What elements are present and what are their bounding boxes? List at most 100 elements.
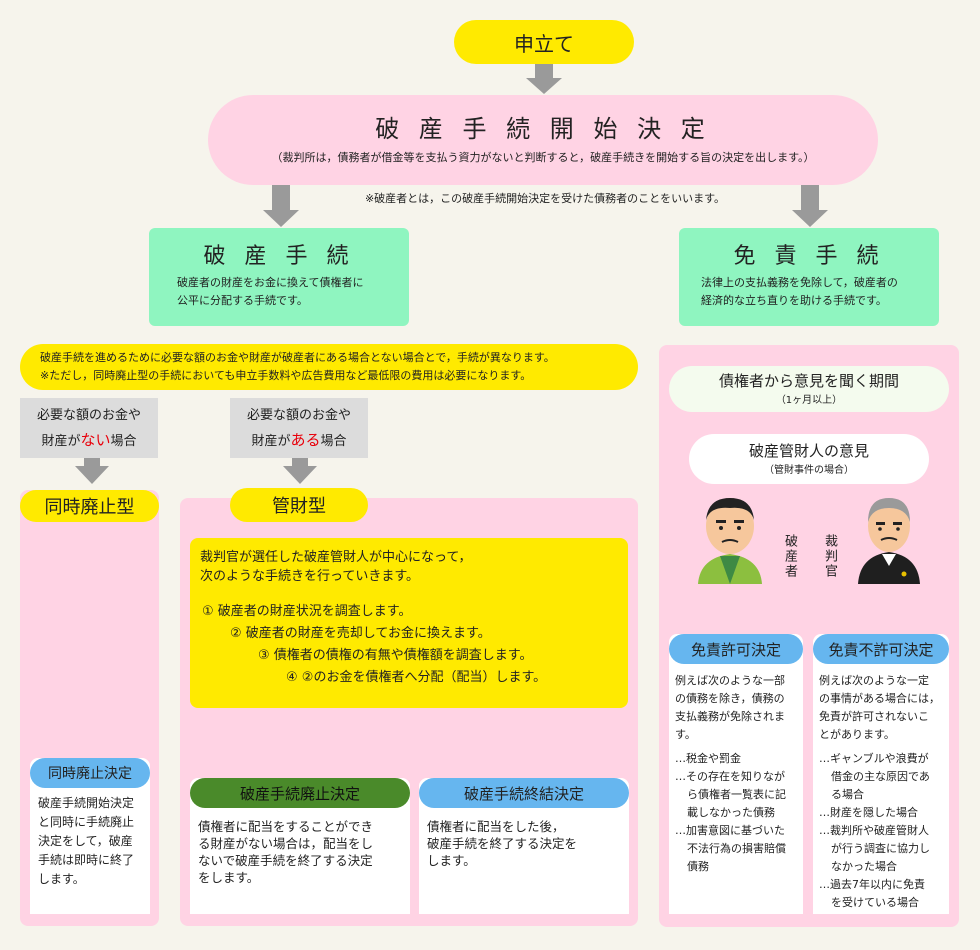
abolish-desc-2: る財産がない場合は，配当をし [198,836,374,851]
permit-item-3-l3: 債務 [687,860,709,873]
main-decision-node: 破 産 手 続 開 始 決 定 （裁判所は，債務者が借金等を支払う資力がないと判… [208,95,878,185]
simultaneous-abolition-title-text: 同時廃止型 [44,497,135,518]
discharge-deny-card: 免責不許可決定 例えば次のような一定 の事情がある場合には， 免責が許可されない… [813,634,949,914]
simultaneous-desc-1: 破産手続開始決定 [38,796,135,810]
terminate-decision-card: 破産手続終結決定 債権者に配当をした後， 破産手続を終了する決定を します。 [419,778,629,914]
trustee-step-3: ③ 債権者の債権の有無や債権額を調査します。 [258,648,533,663]
case-has-assets-post: 場合 [320,434,347,449]
discharge-deny-title: 免責不許可決定 [813,634,949,664]
simultaneous-desc-3: 決定をして，破産 [38,834,133,848]
deny-item-3-l3: なかった場合 [831,860,897,873]
discharge-permit-title: 免責許可決定 [669,634,803,664]
bankrupt-definition-note: ※破産者とは，この破産手続開始決定を受けた債務者のことをいいます。 [364,192,726,205]
creditor-opinion-period-sub: （1ヶ月以上） [775,395,843,406]
deny-item-1-l3: る場合 [831,788,864,801]
terminate-desc-1: 債権者に配当をした後， [427,819,565,834]
abolish-decision-card: 破産手続廃止決定 債権者に配当をすることができ る財産がない場合は，配当をし な… [190,778,410,914]
simultaneous-desc-2: と同時に手続廃止 [38,815,135,829]
permit-item-1: …税金や罰金 [675,752,741,765]
simultaneous-desc-5: します。 [38,872,85,886]
main-decision-desc: （裁判所は，債務者が借金等を支払う資力がないと判断すると，破産手続きを開始する旨… [271,151,815,164]
procedure-note-line-1: 破産手続を進めるために必要な額のお金や財産が破産者にある場合とない場合とで，手続… [40,351,555,364]
deny-intro-2: の事情がある場合には， [819,692,940,705]
abolish-desc-3: ないで破産手続を終了する決定 [198,853,373,868]
case-has-assets-line-1: 必要な額のお金や [246,408,351,423]
trustee-type-title-text: 管財型 [272,496,326,517]
terminate-decision-title-text: 破産手続終結決定 [463,784,584,803]
discharge-procedure-desc-2: 経済的な立ち直りを助ける手続です。 [701,294,887,307]
simultaneous-decision-card: 同時廃止決定 破産手続開始決定 と同時に手続廃止 決定をして，破産 手続は即時に… [30,758,150,914]
trustee-opinion: 破産管財人の意見 （管財事件の場合） [689,434,929,484]
deny-item-3-l2: が行う調査に協力し [831,842,930,855]
deny-item-1-l2: 借金の主な原因であ [831,770,930,783]
simultaneous-desc-4: 手続は即時に終了 [38,853,135,867]
arrow-has-to-kanzai [283,458,317,484]
permit-item-3-l1: …加害意図に基づいた [675,824,785,837]
discharge-permit-card: 免責許可決定 例えば次のような一部 の債務を除き，債務の 支払義務が免除されま … [669,634,803,914]
trustee-intro-2: 次のような手続きを行っていきます。 [200,569,420,584]
start-label: 申立て [514,31,574,56]
bankrupt-person-icon [698,498,762,584]
arrow-main-to-bankruptcy [263,185,299,227]
trustee-intro-1: 裁判官が選任した破産管財人が中心になって， [200,550,472,565]
trustee-step-2: ② 破産者の財産を売却してお金に換えます。 [230,626,491,641]
terminate-desc-3: します。 [427,853,476,868]
terminate-decision-title: 破産手続終結決定 [419,778,629,808]
abolish-desc-4: をします。 [198,870,260,885]
creditor-opinion-period-title: 債権者から意見を聞く期間 [718,372,899,390]
bankruptcy-procedure-desc-2: 公平に分配する手続です。 [177,294,308,307]
case-no-assets-highlight: ない [80,431,111,449]
abolish-decision-title-text: 破産手続廃止決定 [239,784,360,803]
deny-intro-4: とがあります。 [819,728,895,741]
discharge-procedure-node: 免 責 手 続 法律上の支払義務を免除して，破産者の 経済的な立ち直りを助ける手… [679,228,939,326]
case-no-assets-post: 場合 [110,434,137,449]
bankrupt-label: 破産者 [782,534,797,579]
trustee-step-1: ① 破産者の財産状況を調査します。 [202,604,412,619]
permit-item-2-l1: …その存在を知りなが [675,770,785,783]
bankruptcy-procedure-desc-1: 破産者の財産をお金に換えて債権者に [177,276,364,289]
trustee-type-title: 管財型 [230,488,368,522]
deny-item-3-l1: …裁判所や破産管財人 [819,824,929,837]
judge-person-icon [858,498,920,584]
deny-intro-1: 例えば次のような一定 [819,674,929,687]
arrow-main-to-discharge [792,185,828,227]
simultaneous-abolition-title: 同時廃止型 [20,490,159,522]
case-no-assets-line-1: 必要な額のお金や [36,408,141,423]
permit-intro-1: 例えば次のような一部 [675,674,785,687]
discharge-deny-title-text: 免責不許可決定 [828,640,934,659]
deny-item-4-l2: を受けている場合 [831,896,919,909]
permit-intro-4: す。 [675,728,696,741]
case-has-assets-pre: 財産が [251,434,291,449]
trustee-opinion-sub: （管財事件の場合） [764,465,854,476]
start-node: 申立て [454,20,634,64]
bankruptcy-procedure-node: 破 産 手 続 破産者の財産をお金に換えて債権者に 公平に分配する手続です。 [149,228,409,326]
procedure-note-line-2: ※ただし，同時廃止型の手続においても申立手数料や広告費用など最低限の費用は必要に… [40,369,532,382]
simultaneous-decision-title-text: 同時廃止決定 [48,766,132,782]
case-has-assets-highlight: ある [290,431,321,449]
deny-item-1-l1: …ギャンブルや浪費が [819,752,929,765]
abolish-decision-title: 破産手続廃止決定 [190,778,410,808]
judge-label: 裁判官 [822,534,837,579]
case-no-assets: 必要な額のお金や 財産がない場合 [20,398,158,458]
creditor-opinion-period: 債権者から意見を聞く期間 （1ヶ月以上） [669,366,949,412]
simultaneous-decision-title: 同時廃止決定 [30,758,150,788]
terminate-desc-2: 破産手続を終了する決定を [427,836,578,851]
deny-intro-3: 免責が許可されないこ [819,710,929,723]
case-no-assets-pre: 財産が [41,434,81,449]
bankruptcy-procedure-title: 破 産 手 続 [203,244,355,269]
trustee-steps-box: 裁判官が選任した破産管財人が中心になって， 次のような手続きを行っていきます。 … [190,538,628,708]
main-decision-title: 破 産 手 続 開 始 決 定 [375,115,711,143]
trustee-step-4: ④ ②のお金を債権者へ分配（配当）します。 [286,670,547,685]
permit-item-2-l2: ら債権者一覧表に記 [687,788,786,801]
discharge-permit-title-text: 免責許可決定 [690,640,781,659]
permit-intro-3: 支払義務が免除されま [675,710,785,723]
procedure-note-banner: 破産手続を進めるために必要な額のお金や財産が破産者にある場合とない場合とで，手続… [20,344,638,390]
abolish-desc-1: 債権者に配当をすることができ [198,819,374,834]
discharge-procedure-title: 免 責 手 続 [733,244,885,269]
permit-intro-2: の債務を除き，債務の [675,692,785,705]
arrow-none-to-simul [75,458,109,484]
deny-item-2: …財産を隠した場合 [819,806,918,819]
arrow-start-to-main [526,64,562,94]
discharge-procedure-desc-1: 法律上の支払義務を免除して，破産者の [701,276,898,289]
permit-item-3-l2: 不法行為の損害賠償 [687,842,786,855]
